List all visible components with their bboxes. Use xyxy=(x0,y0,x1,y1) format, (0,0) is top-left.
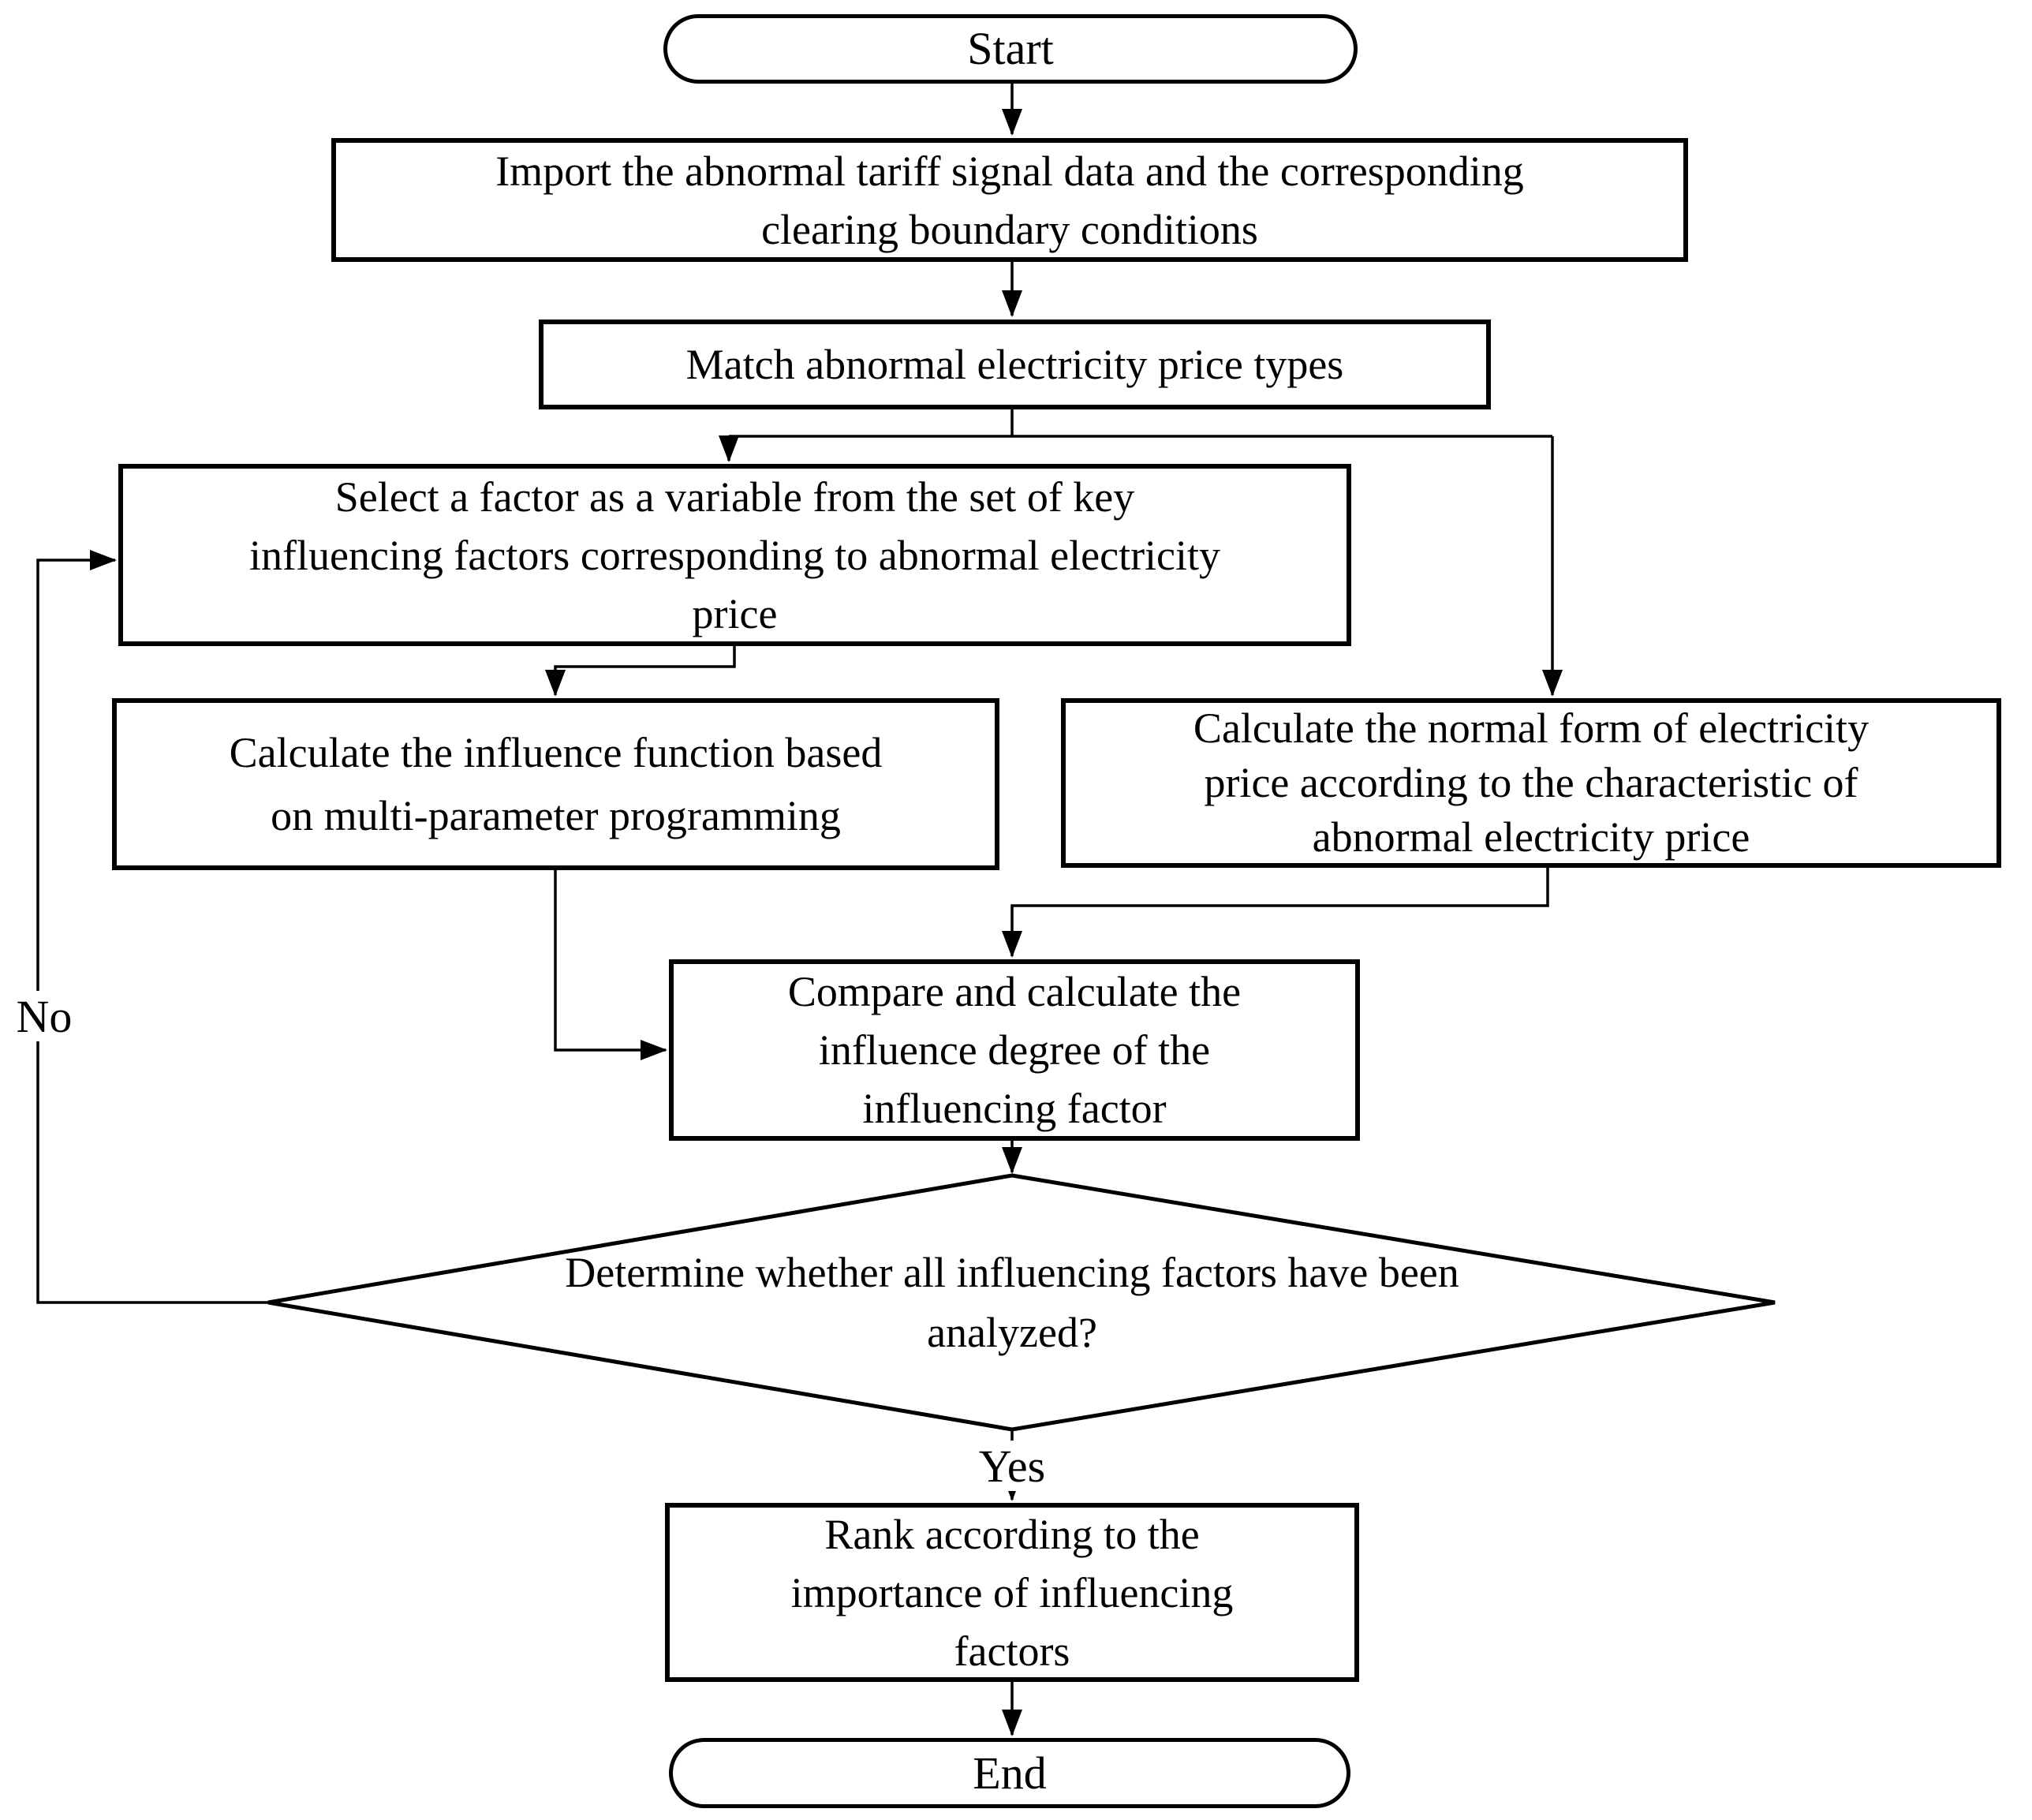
node-import-line: clearing boundary conditions xyxy=(761,205,1258,253)
decision-diamond xyxy=(267,1173,1776,1432)
connector-select-to-calc-influence xyxy=(545,646,736,697)
node-decision-line: Determine whether all influencing factor… xyxy=(565,1249,1459,1296)
node-calc-influence: Calculate the influence function based o… xyxy=(112,698,999,870)
node-rank-line: factors xyxy=(954,1627,1070,1675)
node-rank-line: Rank according to the xyxy=(824,1510,1200,1558)
connector-calc-influence-to-compare xyxy=(554,870,667,1060)
node-calc-normal-line: Calculate the normal form of electricity xyxy=(1193,704,1870,752)
node-start: Start xyxy=(663,14,1358,84)
node-calc-normal-line: price according to the characteristic of xyxy=(1204,759,1858,806)
node-compare-line: influencing factor xyxy=(862,1085,1167,1132)
node-match-types: Match abnormal electricity price types xyxy=(539,320,1491,409)
node-select-line: Select a factor as a variable from the s… xyxy=(334,473,1135,521)
node-calc-normal: Calculate the normal form of electricity… xyxy=(1061,698,2001,868)
branch-label-no: No xyxy=(0,991,88,1042)
connector-decision-no-loop xyxy=(36,550,268,1304)
node-calc-influence-line: Calculate the influence function based xyxy=(229,729,883,776)
connector-match-split-bar xyxy=(729,409,1552,438)
node-compare-line: Compare and calculate the xyxy=(787,968,1242,1015)
branch-label-yes: Yes xyxy=(933,1441,1091,1492)
node-import-line: Import the abnormal tariff signal data a… xyxy=(495,147,1524,195)
node-compare: Compare and calculate the influence degr… xyxy=(669,959,1360,1141)
node-compare-line: influence degree of the xyxy=(818,1026,1211,1074)
node-start-label: Start xyxy=(967,23,1054,74)
node-rank-line: importance of influencing xyxy=(790,1568,1234,1616)
node-end-label: End xyxy=(973,1747,1047,1799)
node-select-line: influencing factors corresponding to abn… xyxy=(248,531,1221,579)
node-decision-line: analyzed? xyxy=(927,1309,1097,1356)
node-import-data: Import the abnormal tariff signal data a… xyxy=(331,138,1688,262)
node-select-line: price xyxy=(692,589,778,637)
node-calc-influence-line: on multi-parameter programming xyxy=(271,792,841,839)
node-match-line: Match abnormal electricity price types xyxy=(685,341,1344,388)
node-calc-normal-line: abnormal electricity price xyxy=(1312,813,1750,861)
connector-calc-normal-to-compare xyxy=(1002,868,1549,958)
node-select-factor: Select a factor as a variable from the s… xyxy=(118,464,1351,646)
node-end: End xyxy=(669,1738,1350,1808)
node-decision: Determine whether all influencing factor… xyxy=(355,1175,1669,1429)
node-rank: Rank according to the importance of infl… xyxy=(665,1503,1359,1682)
